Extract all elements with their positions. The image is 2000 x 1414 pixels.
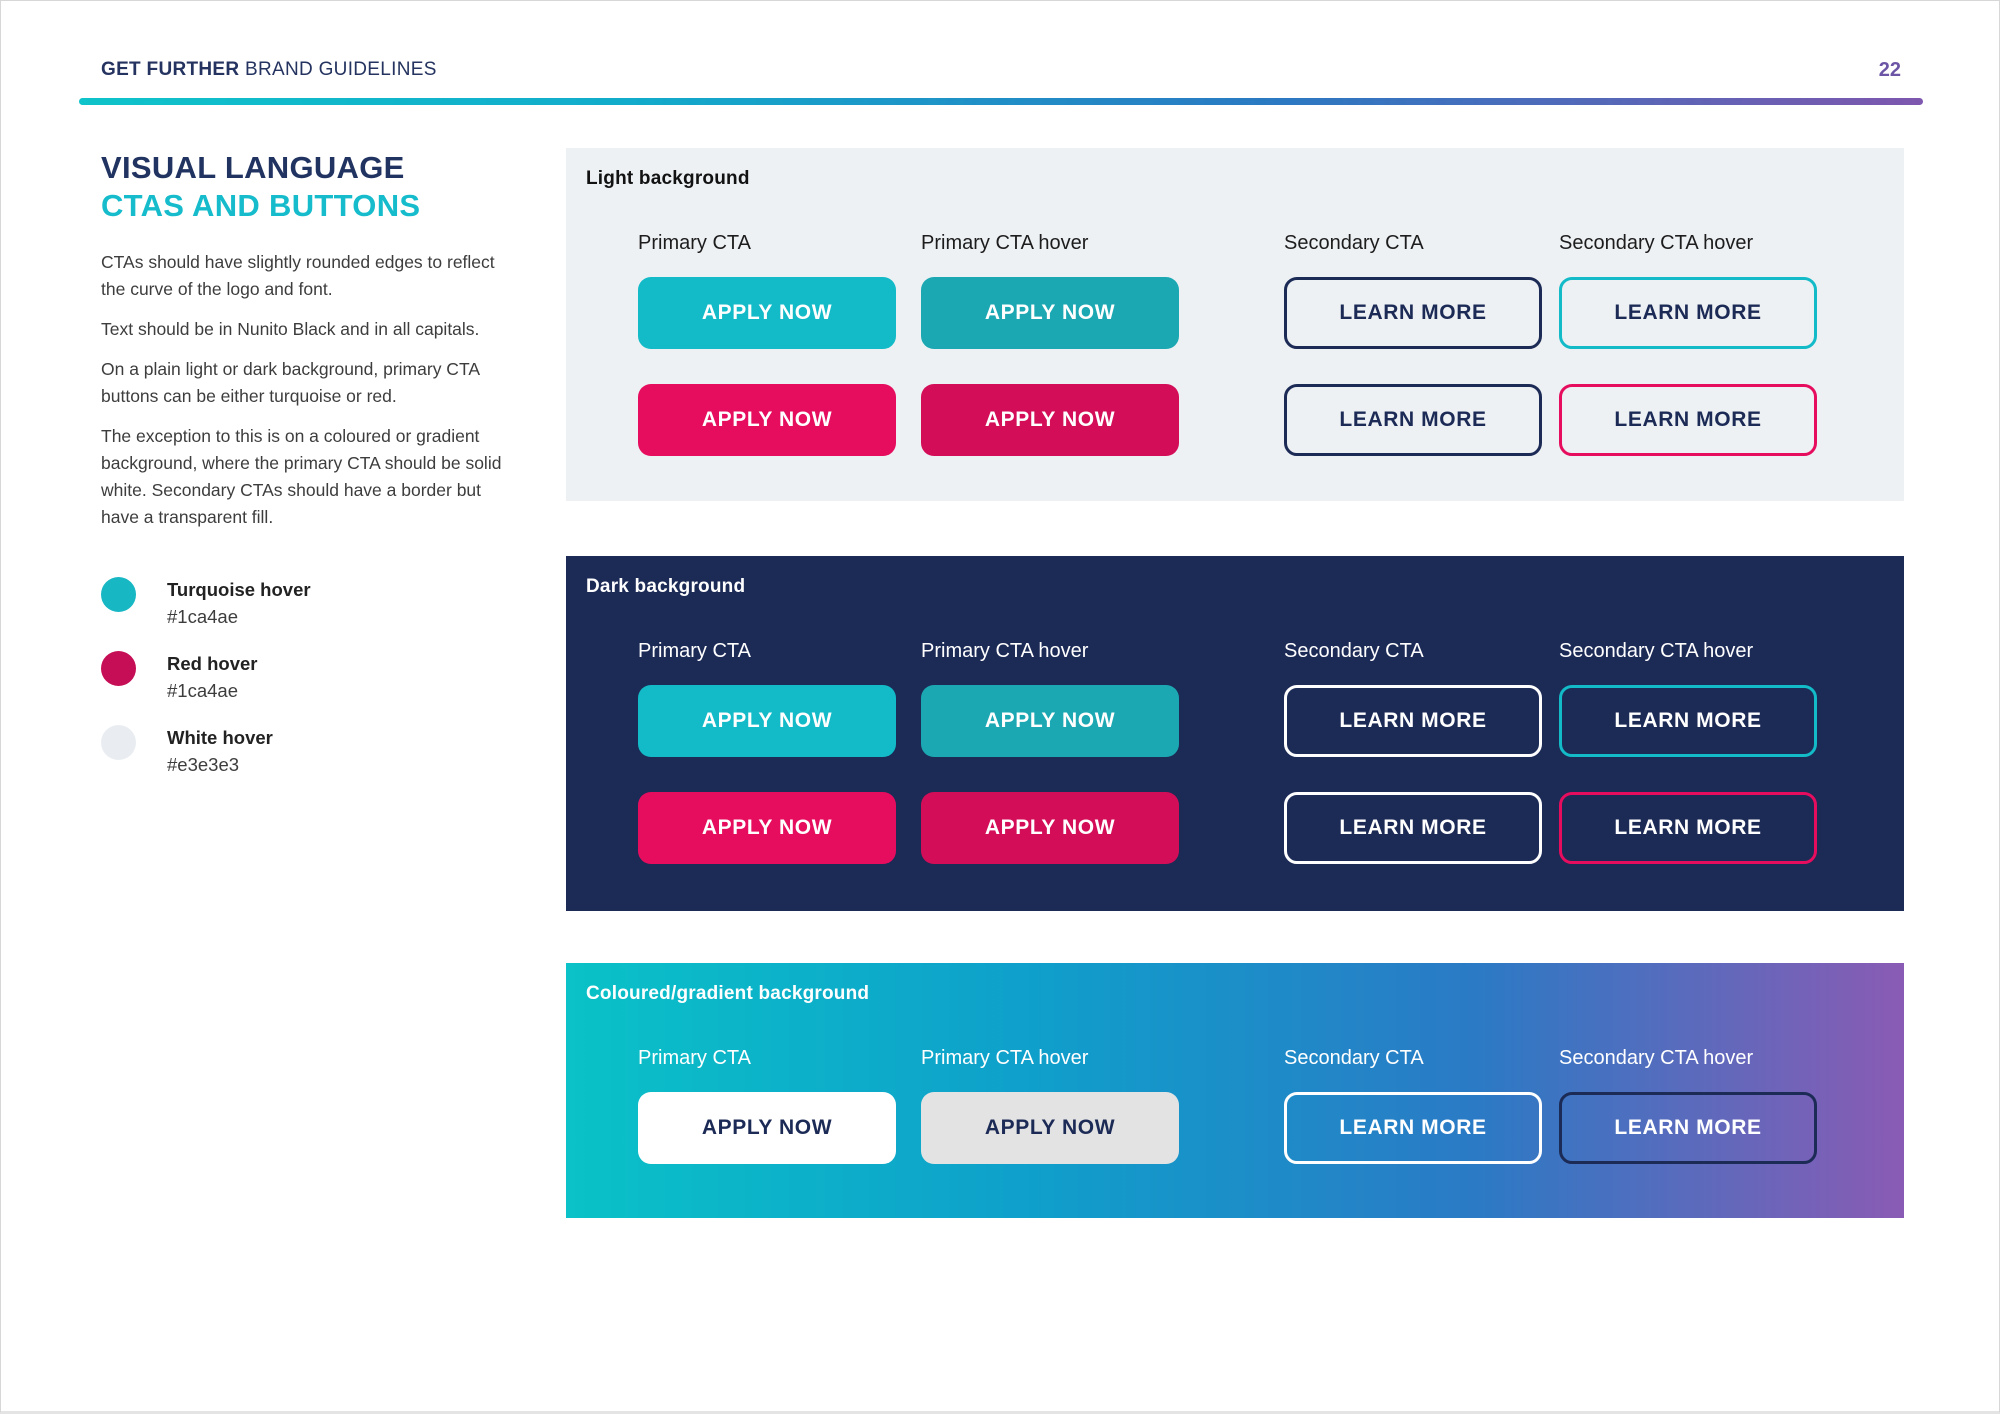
left-column: VISUAL LANGUAGE CTAS AND BUTTONS CTAs sh… bbox=[101, 149, 521, 799]
column-label-primary-cta-hover: Primary CTA hover bbox=[921, 232, 1089, 254]
gradient-secondary-cta-hover-column: Secondary CTA hover LEARN MORE bbox=[1559, 1047, 1817, 1164]
dark-secondary-cta-hover-column: Secondary CTA hover LEARN MORE LEARN MOR… bbox=[1559, 640, 1817, 864]
dark-secondary-white-button[interactable]: LEARN MORE bbox=[1284, 792, 1542, 864]
dark-secondary-cta-column: Secondary CTA LEARN MORE LEARN MORE bbox=[1284, 640, 1542, 864]
light-panel-title: Light background bbox=[586, 168, 750, 189]
column-label-secondary-cta-hover: Secondary CTA hover bbox=[1559, 1047, 1754, 1069]
column-label-secondary-cta-hover: Secondary CTA hover bbox=[1559, 232, 1754, 254]
header-gradient-rule bbox=[79, 98, 1923, 105]
swatch-hex: #1ca4ae bbox=[167, 606, 238, 627]
intro-paragraph: Text should be in Nunito Black and in al… bbox=[101, 319, 480, 339]
swatch-red-hover: Red hover #1ca4ae bbox=[101, 651, 521, 704]
header-brand-bold: GET FURTHER bbox=[101, 59, 240, 80]
intro-paragraph: On a plain light or dark background, pri… bbox=[101, 359, 480, 406]
gradient-panel-title: Coloured/gradient background bbox=[586, 983, 870, 1004]
gradient-primary-white-hover-button[interactable]: APPLY NOW bbox=[921, 1092, 1179, 1164]
header-brand-regular: BRAND GUIDELINES bbox=[245, 59, 437, 80]
swatch-name: Turquoise hover bbox=[167, 579, 311, 600]
light-secondary-cta-hover-column: Secondary CTA hover LEARN MORE LEARN MOR… bbox=[1559, 232, 1817, 456]
dark-secondary-red-hover-button[interactable]: LEARN MORE bbox=[1559, 792, 1817, 864]
gradient-background-panel: Coloured/gradient background Primary CTA… bbox=[566, 963, 1904, 1218]
turquoise-swatch-circle bbox=[101, 577, 136, 612]
gradient-secondary-cta-column: Secondary CTA LEARN MORE bbox=[1284, 1047, 1542, 1164]
dark-primary-cta-hover-column: Primary CTA hover APPLY NOW APPLY NOW bbox=[921, 640, 1179, 864]
swatch-white-hover: White hover #e3e3e3 bbox=[101, 725, 521, 778]
light-primary-turquoise-hover-button[interactable]: APPLY NOW bbox=[921, 277, 1179, 349]
light-background-panel: Light background Primary CTA APPLY NOW A… bbox=[566, 148, 1904, 501]
light-primary-cta-hover-column: Primary CTA hover APPLY NOW APPLY NOW bbox=[921, 232, 1179, 456]
dark-background-panel: Dark background Primary CTA APPLY NOW AP… bbox=[566, 556, 1904, 911]
light-primary-red-button[interactable]: APPLY NOW bbox=[638, 384, 896, 456]
dark-primary-cta-column: Primary CTA APPLY NOW APPLY NOW bbox=[638, 640, 896, 864]
light-primary-cta-column: Primary CTA APPLY NOW APPLY NOW bbox=[638, 232, 896, 456]
light-secondary-red-hover-button[interactable]: LEARN MORE bbox=[1559, 384, 1817, 456]
gradient-secondary-navy-hover-button[interactable]: LEARN MORE bbox=[1559, 1092, 1817, 1164]
dark-primary-turquoise-button[interactable]: APPLY NOW bbox=[638, 685, 896, 757]
column-label-primary-cta-hover: Primary CTA hover bbox=[921, 640, 1089, 662]
swatch-hex: #1ca4ae bbox=[167, 680, 238, 701]
column-label-primary-cta-hover: Primary CTA hover bbox=[921, 1047, 1089, 1069]
column-label-secondary-cta: Secondary CTA bbox=[1284, 640, 1424, 662]
dark-primary-turquoise-hover-button[interactable]: APPLY NOW bbox=[921, 685, 1179, 757]
hover-swatch-list: Turquoise hover #1ca4ae Red hover #1ca4a… bbox=[101, 577, 521, 778]
dark-primary-red-hover-button[interactable]: APPLY NOW bbox=[921, 792, 1179, 864]
column-label-secondary-cta-hover: Secondary CTA hover bbox=[1559, 640, 1754, 662]
light-primary-turquoise-button[interactable]: APPLY NOW bbox=[638, 277, 896, 349]
intro-paragraph: CTAs should have slightly rounded edges … bbox=[101, 252, 495, 299]
column-label-primary-cta: Primary CTA bbox=[638, 640, 751, 662]
page-title-line2: CTAS AND BUTTONS bbox=[101, 188, 421, 223]
red-swatch-circle bbox=[101, 651, 136, 686]
light-primary-red-hover-button[interactable]: APPLY NOW bbox=[921, 384, 1179, 456]
dark-panel-title: Dark background bbox=[586, 576, 746, 597]
header-brand-text: GET FURTHER BRAND GUIDELINES bbox=[101, 59, 437, 81]
column-label-primary-cta: Primary CTA bbox=[638, 1047, 751, 1069]
light-secondary-turquoise-hover-button[interactable]: LEARN MORE bbox=[1559, 277, 1817, 349]
white-swatch-circle bbox=[101, 725, 136, 760]
column-label-primary-cta: Primary CTA bbox=[638, 232, 751, 254]
swatch-name: Red hover bbox=[167, 653, 258, 674]
swatch-turquoise-hover: Turquoise hover #1ca4ae bbox=[101, 577, 521, 630]
column-label-secondary-cta: Secondary CTA bbox=[1284, 232, 1424, 254]
gradient-primary-cta-column: Primary CTA APPLY NOW bbox=[638, 1047, 896, 1164]
light-secondary-cta-column: Secondary CTA LEARN MORE LEARN MORE bbox=[1284, 232, 1542, 456]
dark-primary-red-button[interactable]: APPLY NOW bbox=[638, 792, 896, 864]
dark-secondary-turquoise-hover-button[interactable]: LEARN MORE bbox=[1559, 685, 1817, 757]
page-title: VISUAL LANGUAGE CTAS AND BUTTONS bbox=[101, 149, 521, 225]
dark-secondary-white-button[interactable]: LEARN MORE bbox=[1284, 685, 1542, 757]
gradient-primary-white-button[interactable]: APPLY NOW bbox=[638, 1092, 896, 1164]
light-secondary-navy-button[interactable]: LEARN MORE bbox=[1284, 277, 1542, 349]
gradient-primary-cta-hover-column: Primary CTA hover APPLY NOW bbox=[921, 1047, 1179, 1164]
column-label-secondary-cta: Secondary CTA bbox=[1284, 1047, 1424, 1069]
page-number: 22 bbox=[1878, 59, 1901, 81]
light-secondary-navy-button[interactable]: LEARN MORE bbox=[1284, 384, 1542, 456]
intro-paragraph: The exception to this is on a coloured o… bbox=[101, 426, 502, 527]
page-title-line1: VISUAL LANGUAGE bbox=[101, 150, 405, 185]
gradient-secondary-white-button[interactable]: LEARN MORE bbox=[1284, 1092, 1542, 1164]
swatch-hex: #e3e3e3 bbox=[167, 754, 240, 775]
swatch-name: White hover bbox=[167, 727, 273, 748]
intro-text: CTAs should have slightly rounded edges … bbox=[101, 249, 521, 531]
